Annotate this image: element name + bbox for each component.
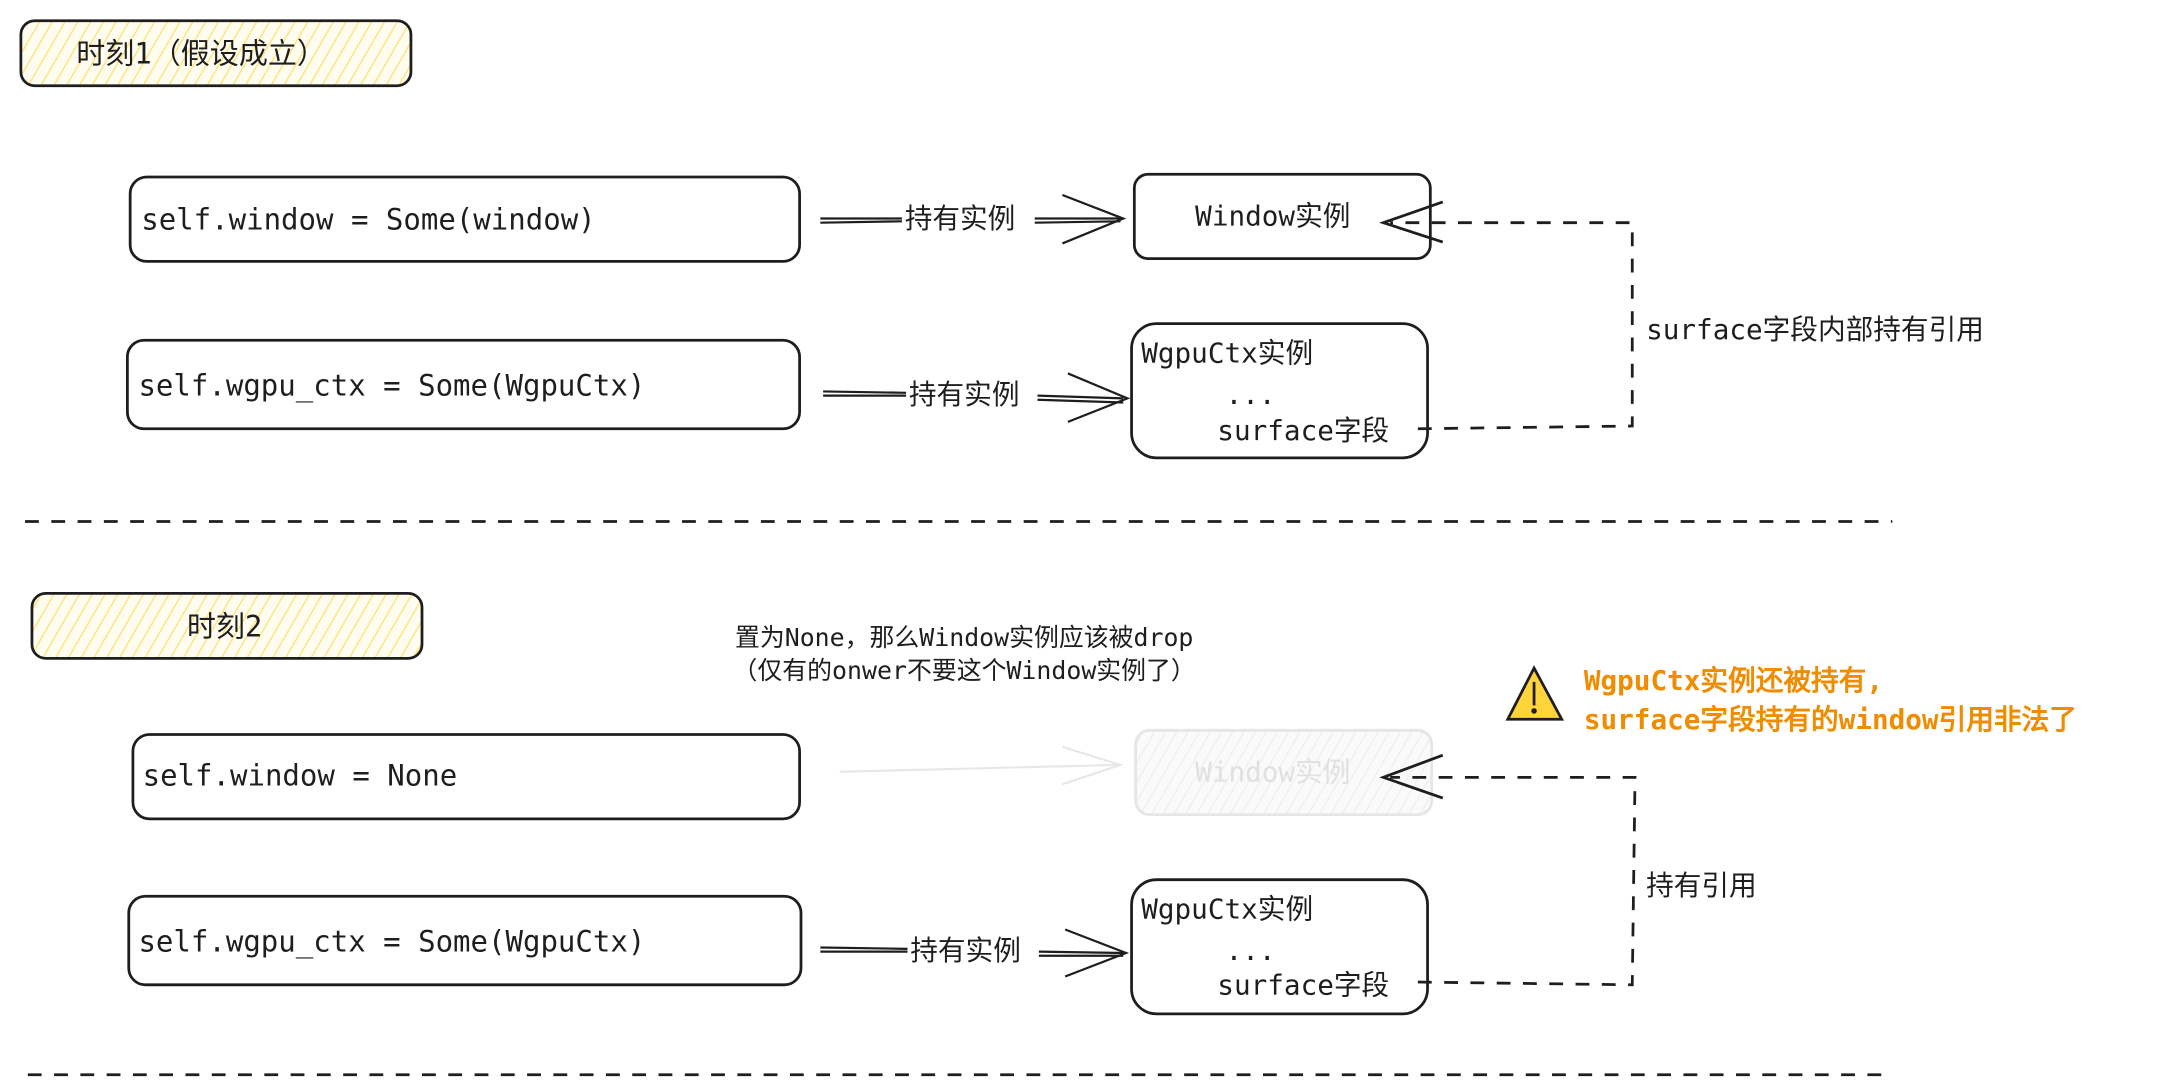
moment2-window-instance-dropped: Window实例 — [1134, 728, 1434, 817]
moment1-window-code-box: self.window = Some(window) — [128, 175, 801, 263]
wgpu-instance-title: WgpuCtx实例 — [1141, 336, 1313, 369]
moment2-window-code-box: self.window = None — [131, 733, 801, 821]
moment2-arrow-wgpu: 持有实例 — [820, 928, 1130, 978]
arrow-label: 持有实例 — [905, 202, 1016, 235]
window-instance-label: Window实例 — [1195, 199, 1350, 232]
moment2-title-box: 时刻2 — [30, 591, 424, 660]
warning-triangle-icon — [1505, 665, 1565, 721]
window-code: self.window = Some(window) — [141, 203, 595, 237]
moment1-reference-arrow: surface字段内部持有引用 — [1378, 200, 1984, 431]
arrow-label: 持有实例 — [909, 378, 1020, 411]
wgpu-code: self.wgpu_ctx = Some(WgpuCtx) — [138, 369, 645, 404]
moment1-arrow-wgpu: 持有实例 — [823, 372, 1131, 423]
wgpu-instance-title: WgpuCtx实例 — [1141, 892, 1313, 925]
wgpu-code: self.wgpu_ctx = Some(WgpuCtx) — [138, 925, 645, 960]
window-code: self.window = None — [143, 759, 458, 793]
window-instance-label: Window实例 — [1195, 755, 1350, 788]
moment2-wgpu-instance: WgpuCtx实例 ... surface字段 — [1130, 878, 1429, 1016]
note-line-2: （仅有的onwer不要这个Window实例了） — [733, 656, 1196, 685]
wgpu-instance-ellipsis: ... — [1226, 934, 1276, 967]
moment1-wgpu-instance: WgpuCtx实例 ... surface字段 — [1130, 322, 1429, 460]
moment2-reference-arrow: 持有引用 — [1379, 753, 1757, 987]
surface-field: surface字段 — [1217, 968, 1389, 1001]
moment1-title: 时刻1（假设成立） — [76, 37, 326, 71]
arrow-label: 持有实例 — [910, 934, 1021, 967]
moment1-title-box: 时刻1（假设成立） — [19, 19, 413, 88]
surface-field: surface字段 — [1217, 414, 1389, 447]
wgpu-instance-ellipsis: ... — [1226, 378, 1276, 411]
moment1-arrow-window: 持有实例 — [820, 193, 1127, 245]
note-line-1: 置为None，那么Window实例应该被drop — [735, 623, 1193, 652]
moment2-wgpu-code-box: self.wgpu_ctx = Some(WgpuCtx) — [127, 894, 803, 987]
reference-label: 持有引用 — [1646, 869, 1757, 902]
warning-line-1: WgpuCtx实例还被持有, — [1584, 664, 1883, 697]
moment2-faded-arrow — [839, 745, 1124, 786]
reference-label: surface字段内部持有引用 — [1646, 313, 1984, 346]
warning-line-2: surface字段持有的window引用非法了 — [1584, 703, 2077, 736]
warning: WgpuCtx实例还被持有, surface字段持有的window引用非法了 — [1505, 664, 2077, 736]
moment2-title: 时刻2 — [187, 609, 263, 643]
moment1-window-instance: Window实例 — [1132, 172, 1432, 261]
moment1-wgpu-code-box: self.wgpu_ctx = Some(WgpuCtx) — [126, 338, 801, 431]
